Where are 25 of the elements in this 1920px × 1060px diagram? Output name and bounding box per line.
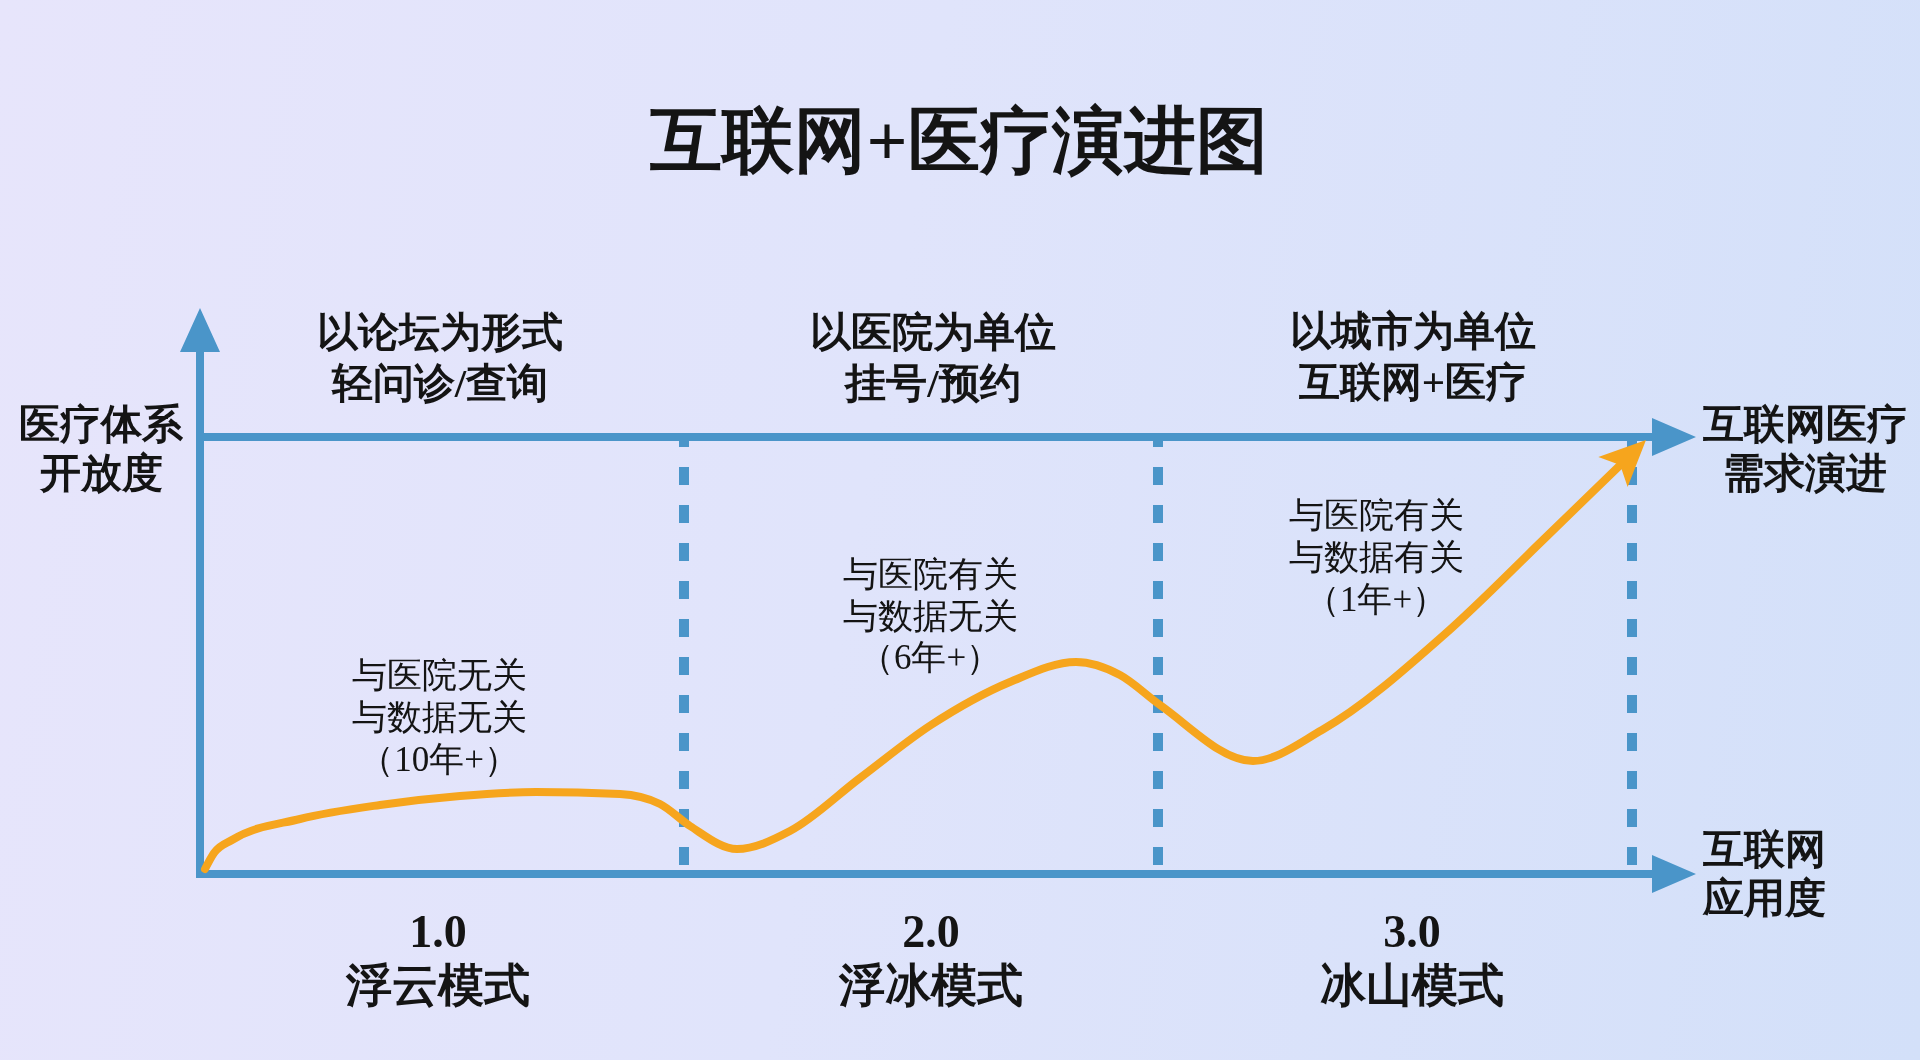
stage-duration: （6年+） <box>858 639 1002 675</box>
chart-title: 互联网+医疗演进图 <box>650 102 1268 182</box>
stage-name: 冰山模式 <box>1320 960 1504 1012</box>
stage-note: 与医院有关 <box>842 556 1018 592</box>
column-subheading: 挂号/预约 <box>845 360 1021 408</box>
stage-note: 与数据有关 <box>1288 539 1464 575</box>
stage-number: 2.0 <box>902 906 960 958</box>
stage-duration: （10年+） <box>359 741 519 777</box>
stage-note: 与医院无关 <box>351 657 527 693</box>
column-heading: 以论坛为形式 <box>317 309 563 357</box>
axis-label: 医疗体系开放度 <box>18 399 184 498</box>
column-heading: 以城市为单位 <box>1290 308 1536 356</box>
axis-label: 互联网医疗需求演进 <box>1701 399 1909 498</box>
stage-note: 与数据无关 <box>351 699 527 735</box>
stage-number: 1.0 <box>409 906 467 958</box>
column-subheading: 互联网+医疗 <box>1298 359 1528 407</box>
axis-label: 互联网应用度 <box>1703 824 1827 923</box>
column-subheading: 轻问诊/查询 <box>331 360 549 408</box>
stage-duration: （1年+） <box>1304 581 1448 617</box>
column-heading: 以医院为单位 <box>810 309 1056 357</box>
stage-name: 浮云模式 <box>346 960 530 1012</box>
stage-note: 与数据无关 <box>842 598 1018 634</box>
stage-name: 浮冰模式 <box>839 960 1023 1012</box>
stage-note: 与医院有关 <box>1288 497 1464 533</box>
stage-number: 3.0 <box>1383 906 1441 958</box>
